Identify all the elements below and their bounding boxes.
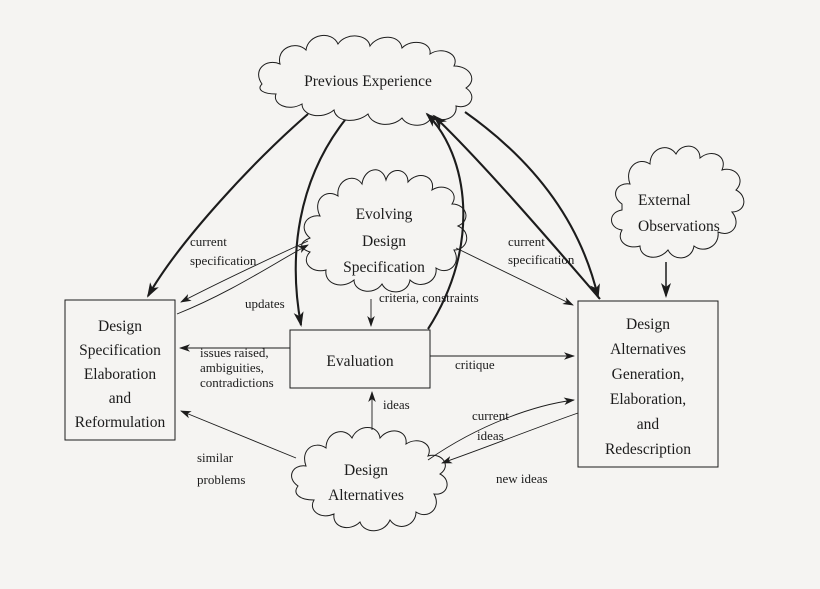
evolving-design-specification-label-line2: Design — [362, 233, 406, 250]
edge-group — [147, 111, 671, 330]
edge-label-updates: updates — [245, 296, 285, 311]
edge-label-issues-raised-line3: contradictions — [200, 375, 274, 390]
edge-label-criteria-constraints: criteria, constraints — [379, 290, 479, 305]
edge-design-alternatives-generation-to-previous-experience — [432, 114, 601, 300]
design-alternatives-generation-label-line5: and — [637, 416, 660, 433]
previous-experience-label: Previous Experience — [304, 73, 432, 90]
design-specification-label-line3: Elaboration — [84, 366, 157, 383]
edge-design-specification-to-evolving-spec — [176, 244, 309, 315]
edge-previous-experience-to-evaluation — [293, 119, 346, 327]
design-specification-elaboration-box — [64, 299, 176, 441]
design-alternatives-generation-label-line4: Elaboration, — [610, 391, 686, 408]
edge-label-critique: critique — [455, 357, 495, 372]
design-alternatives-label-line1: Design — [344, 462, 388, 479]
edge-evolving-spec-to-design-alternatives-generation — [455, 247, 574, 306]
edge-label-similar-problems-line2: problems — [197, 472, 245, 487]
external-observations-label-line1: External — [638, 192, 691, 209]
edge-design-alternatives-generation-to-design-alternatives — [441, 412, 579, 464]
edge-label-issues-raised-line2: ambiguities, — [200, 360, 264, 375]
design-specification-label-line2: Specification — [79, 342, 161, 359]
evolving-design-specification-label-line1: Evolving — [356, 206, 413, 223]
design-alternatives-generation-box — [577, 300, 719, 468]
edge-evolving-spec-to-design-specification — [180, 240, 309, 303]
design-alternatives-generation-label-line3: Generation, — [612, 366, 685, 383]
edge-label-current-specification-left-line2: specification — [190, 253, 257, 268]
previous-experience-cloud — [258, 35, 473, 126]
design-specification-label-line5: Reformulation — [75, 414, 166, 431]
design-specification-label-line4: and — [109, 390, 132, 407]
external-observations-label-line2: Observations — [638, 218, 720, 235]
design-alternatives-generation-label-line6: Redescription — [605, 441, 691, 458]
evolving-design-specification-label-line3: Specification — [343, 259, 425, 276]
edge-label-issues-raised-line1: issues raised, — [200, 345, 269, 360]
evaluation-label: Evaluation — [326, 353, 393, 370]
edge-label-current-specification-right-line1: current — [508, 234, 545, 249]
edge-previous-experience-to-design-alternatives-generation — [464, 111, 600, 299]
evaluation-box — [289, 329, 431, 389]
edge-design-alternatives-to-design-specification — [180, 410, 297, 459]
design-alternatives-label-line2: Alternatives — [328, 487, 404, 504]
edge-label-similar-problems-line1: similar — [197, 450, 234, 465]
edge-label-current-ideas-line1: current — [472, 408, 509, 423]
edge-label-ideas: ideas — [383, 397, 410, 412]
edge-label-current-ideas-line2: ideas — [477, 428, 504, 443]
edge-label-new-ideas: new ideas — [496, 471, 548, 486]
edge-label-current-specification-left-line1: current — [190, 234, 227, 249]
edge-previous-experience-to-design-specification — [147, 113, 309, 298]
edge-evaluation-to-previous-experience — [425, 112, 465, 330]
edge-label-current-specification-right-line2: specification — [508, 252, 575, 267]
design-alternatives-cloud — [291, 427, 448, 532]
evolving-design-specification-cloud — [301, 169, 468, 293]
design-alternatives-generation-label-line2: Alternatives — [610, 341, 686, 358]
design-alternatives-generation-label-line1: Design — [626, 316, 670, 333]
edge-design-alternatives-to-design-alternatives-generation — [427, 397, 575, 461]
design-specification-label-line1: Design — [98, 318, 142, 335]
external-observations-cloud — [611, 145, 745, 259]
edge-group-thin — [176, 240, 579, 464]
